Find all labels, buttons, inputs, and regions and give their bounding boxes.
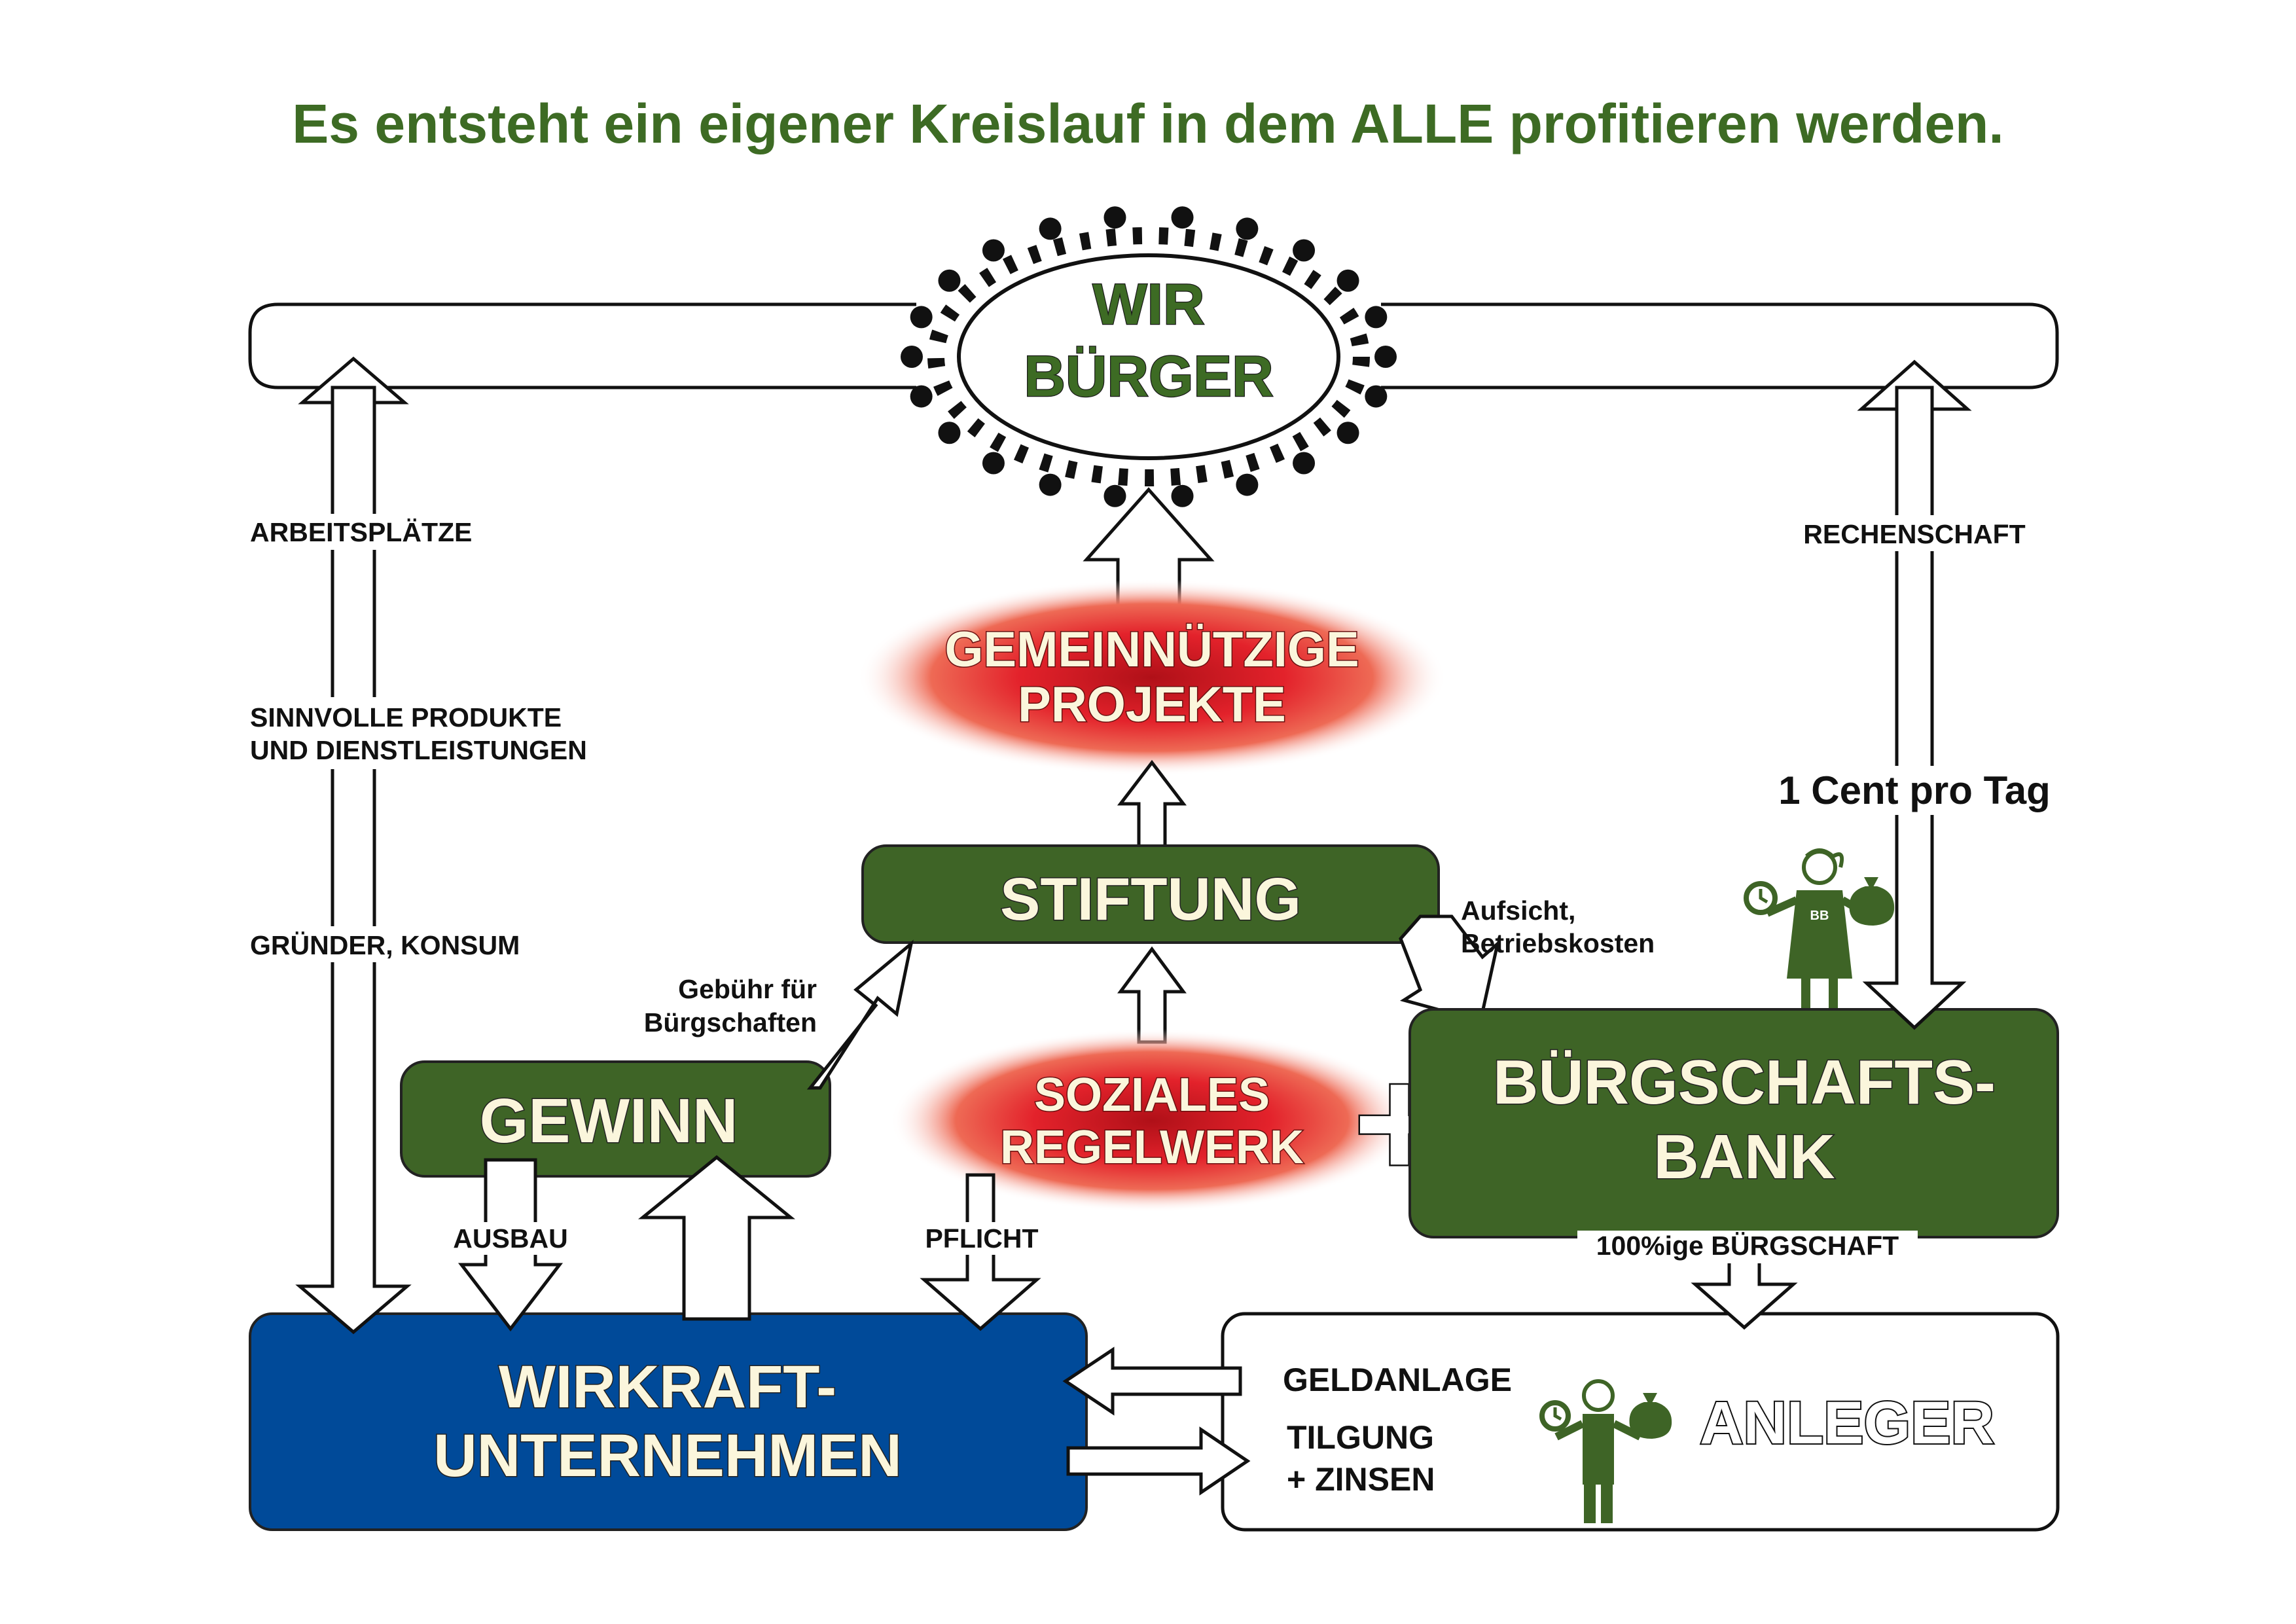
person-head: [1236, 473, 1259, 496]
person-head: [901, 346, 923, 368]
people-ring-icon: [901, 206, 1397, 507]
bank-line2: BANK: [1653, 1122, 1835, 1192]
bank-badge: BB: [1810, 909, 1829, 923]
label-cent-pro-tag: 1 Cent pro Tag: [1778, 768, 2051, 812]
money-bag-icon-anleger: [1629, 1393, 1672, 1439]
bank-line1: BÜRGSCHAFTS-: [1493, 1047, 1996, 1117]
label-gebuehr-2: Bürgschaften: [644, 1007, 817, 1038]
label-sinnvolle-2: UND DIENSTLEISTUNGEN: [250, 735, 587, 765]
soziales-regelwerk-node: SOZIALES REGELWERK: [890, 1029, 1414, 1212]
person-head: [910, 306, 933, 329]
businessman-icon: [1554, 1379, 1642, 1523]
person-head: [1171, 206, 1194, 229]
regelwerk-line1: SOZIALES: [1034, 1069, 1270, 1121]
label-sinnvolle-1: SINNVOLLE PRODUKTE: [250, 702, 562, 732]
arrow-tilgung-to-anleger: [1066, 1426, 1251, 1496]
regelwerk-line2: REGELWERK: [1000, 1121, 1304, 1174]
person-head: [1039, 473, 1062, 496]
wirkraft-line1: WIRKRAFT-: [499, 1354, 836, 1420]
person-head: [1374, 346, 1397, 368]
person-head: [982, 239, 1005, 262]
person-head: [1039, 217, 1062, 240]
person-head: [982, 452, 1005, 475]
buerger-label: BÜRGER: [1024, 344, 1273, 408]
clock-icon-anleger: [1539, 1400, 1571, 1432]
arrow-stiftung-to-projekte: [1117, 759, 1187, 853]
label-tilgung-2: + ZINSEN: [1287, 1461, 1435, 1498]
person-head: [1103, 206, 1126, 229]
person-head: [1365, 306, 1388, 329]
person-head: [1236, 217, 1259, 240]
person-head: [1365, 385, 1388, 408]
person-head: [910, 385, 933, 408]
label-aufsicht-1: Aufsicht,: [1461, 895, 1575, 926]
arrow-gewinn-to-stiftung: [806, 939, 914, 1090]
person-head: [1103, 484, 1126, 507]
person-head: [938, 422, 961, 444]
label-aufsicht-2: Betriebskosten: [1461, 928, 1655, 958]
person-head: [1293, 452, 1316, 475]
top-connector-bar: [248, 302, 2059, 389]
wir-buerger-node: WIR BÜRGER: [1023, 271, 1274, 410]
anleger-label: ANLEGER: [1700, 1390, 1994, 1456]
buergschaftsbank-node: BÜRGSCHAFTS- BANK: [1408, 1008, 2059, 1238]
gewinn-label: GEWINN: [480, 1086, 738, 1156]
page-title: Es entsteht ein eigener Kreislauf in dem…: [292, 93, 2003, 154]
label-rechenschaft: RECHENSCHAFT: [1803, 519, 2025, 549]
projekte-line1: GEMEINNÜTZIGE: [944, 622, 1359, 677]
arrow-wirkraft-to-gewinn: [637, 1155, 796, 1321]
gemeinnuetzige-projekte-node: GEMEINNÜTZIGE PROJEKTE: [857, 579, 1446, 776]
person-head: [1336, 269, 1359, 292]
label-100-buergschaft: 100%ige BÜRGSCHAFT: [1596, 1231, 1899, 1261]
stiftung-label: STIFTUNG: [1000, 866, 1301, 933]
wir-label: WIR: [1092, 272, 1204, 336]
label-gruender: GRÜNDER, KONSUM: [250, 930, 520, 960]
person-head: [1293, 239, 1316, 262]
arrow-right-down-to-bank: [1862, 386, 1967, 1030]
projekte-line2: PROJEKTE: [1018, 677, 1286, 732]
stiftung-node: STIFTUNG: [861, 844, 1440, 944]
gewinn-node: GEWINN: [400, 1060, 831, 1178]
label-gebuehr-1: Gebühr für: [678, 974, 817, 1004]
clock-icon: [1744, 881, 1778, 915]
label-tilgung-1: TILGUNG: [1287, 1419, 1434, 1456]
label-arbeitsplaetze: ARBEITSPLÄTZE: [250, 517, 472, 547]
label-ausbau: AUSBAU: [453, 1223, 567, 1254]
arrow-geldanlage-to-wirkraft: [1062, 1346, 1242, 1416]
person-head: [938, 269, 961, 292]
money-bag-icon: [1849, 877, 1895, 926]
wirkraft-unternehmen-node: WIRKRAFT- UNTERNEHMEN: [249, 1312, 1088, 1531]
person-head: [1336, 422, 1359, 444]
person-head: [1171, 484, 1194, 507]
arrow-regelwerk-to-stiftung: [1117, 946, 1187, 1044]
label-pflicht: PFLICHT: [925, 1223, 1038, 1254]
businesswoman-icon: BB: [1765, 848, 1867, 1008]
label-geldanlage: GELDANLAGE: [1283, 1362, 1512, 1398]
wirkraft-line2: UNTERNEHMEN: [433, 1422, 902, 1489]
